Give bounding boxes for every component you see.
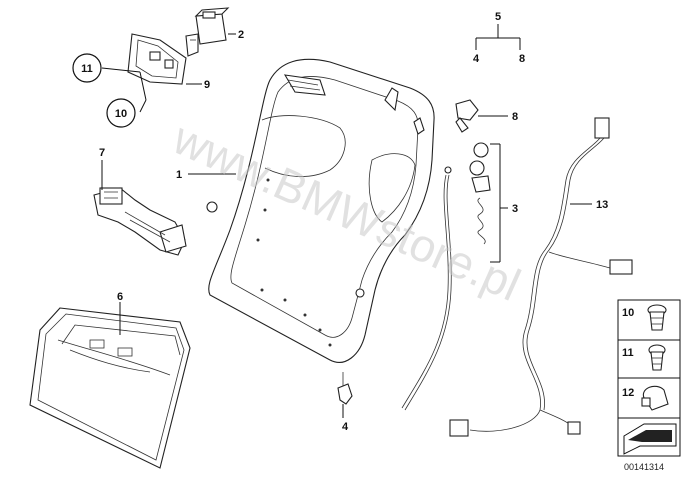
bracket-part[interactable] (127, 33, 187, 85)
legend-label-11: 11 (622, 347, 634, 359)
legend-label-10: 10 (622, 307, 634, 319)
push-rivet-part[interactable] (337, 372, 353, 405)
label-part-1: 1 (176, 169, 182, 181)
wiring-harness-part[interactable] (449, 117, 633, 437)
callout-labels: 1 2 3 4 5 4 8 6 7 8 9 13 11 10 (72, 11, 608, 433)
label-part-5-sub-4: 4 (473, 53, 480, 65)
arrow-indicator-icon (623, 423, 677, 455)
label-part-7: 7 (99, 147, 105, 159)
plug-clip-part[interactable] (455, 99, 479, 133)
diagram-code: 00141314 (624, 462, 664, 472)
clip-12-icon (641, 385, 669, 411)
label-part-13: 13 (596, 199, 608, 211)
circled-label-10: 10 (106, 98, 136, 128)
label-part-9: 9 (204, 79, 210, 91)
label-part-8: 8 (512, 111, 518, 123)
label-part-10: 10 (115, 108, 127, 120)
fastener-legend: 10 11 12 00141314 (617, 299, 681, 472)
label-part-11: 11 (81, 63, 93, 75)
backrest-frame[interactable] (206, 58, 435, 363)
leader-lines (101, 24, 592, 418)
label-part-5-sub-8: 8 (519, 53, 525, 65)
label-part-5: 5 (495, 11, 501, 23)
label-part-6: 6 (117, 291, 123, 303)
screw-11-icon (648, 344, 666, 371)
back-panel-part[interactable] (29, 307, 191, 469)
spring-assembly-part[interactable] (469, 142, 491, 245)
legend-label-12: 12 (622, 387, 634, 399)
actuator-part[interactable] (93, 187, 187, 256)
release-cable-part[interactable] (401, 166, 452, 411)
screw-10-icon (647, 304, 667, 331)
label-part-3: 3 (512, 203, 518, 215)
circled-label-11: 11 (72, 53, 102, 83)
label-part-4: 4 (342, 421, 349, 433)
relay-part[interactable] (185, 7, 230, 57)
label-part-2: 2 (238, 29, 244, 41)
